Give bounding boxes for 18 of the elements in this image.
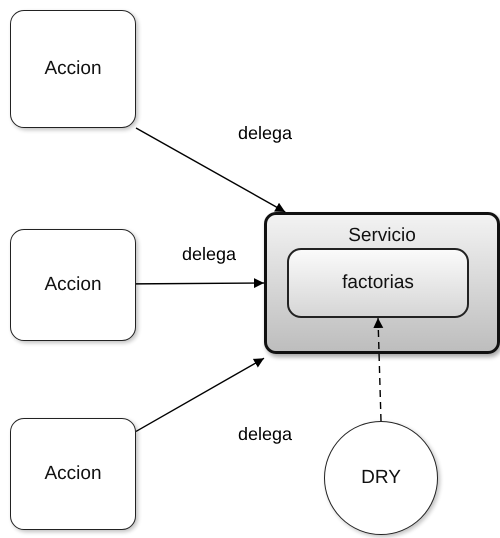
factory-box [287,248,469,318]
node-label: Accion [44,463,102,485]
arrow [373,318,384,422]
arrow [136,358,264,432]
edge-label: delega [236,123,294,144]
process-box [10,418,136,530]
edge-label: delega [236,424,294,445]
node-label: factorias [342,272,414,294]
arrow [136,127,286,213]
node-label: Accion [44,58,102,80]
arrow [136,278,264,288]
node-label: Accion [44,274,102,296]
group-heading: Servicio [347,225,417,247]
node-label: DRY [361,467,401,489]
process-box [10,10,136,128]
service-box [264,212,500,354]
process-box [10,229,136,341]
edge-label: delega [180,244,238,265]
